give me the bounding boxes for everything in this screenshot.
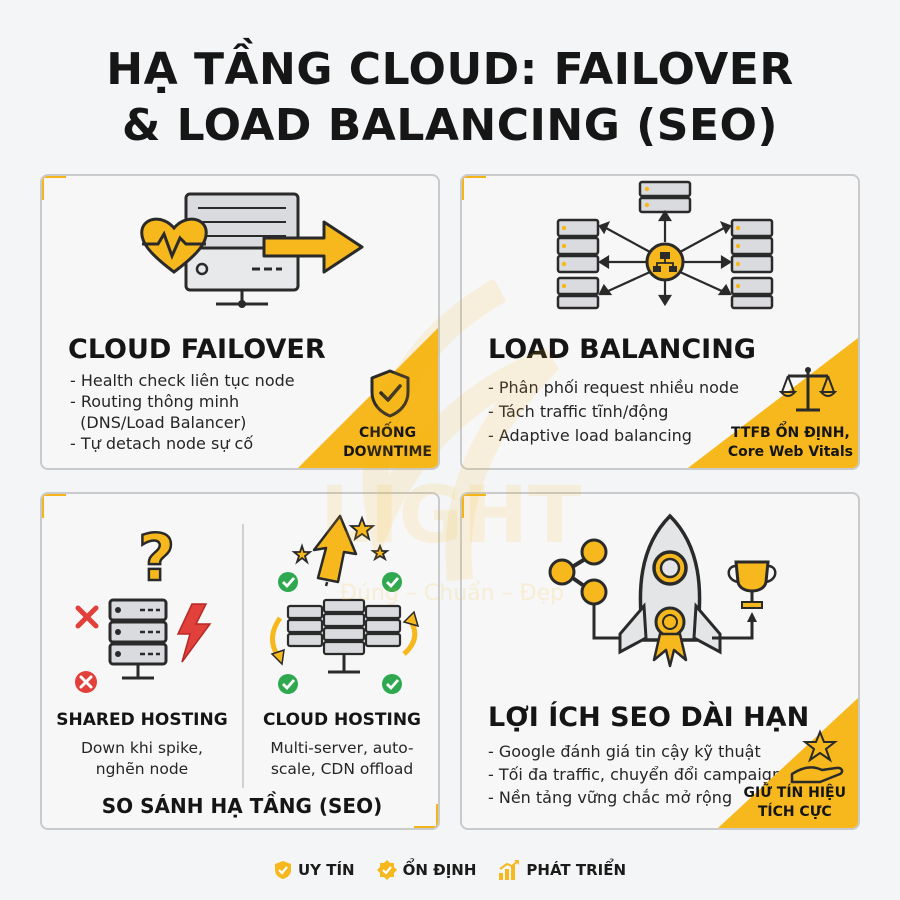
shared-hosting-title: SHARED HOSTING [56,710,228,730]
desc-line: nghẽn node [95,760,189,778]
badge-line: GIỮ TÍN HIỆU [743,785,846,801]
seo-benefits-badge: GIỮ TÍN HIỆU TÍCH CỰC [744,784,846,822]
list-item: Tự detach node sự cố [70,433,295,454]
corner-accent [414,804,438,828]
server-right [730,218,774,310]
growth-arrow-icon [312,514,358,584]
desc-line: scale, CDN offload [270,760,414,778]
cloud-hosting-title: CLOUD HOSTING [262,710,421,730]
list-item: Routing thông minh [70,391,295,412]
list-item: Adaptive load balancing [488,424,739,448]
comparison-title: SO SÁNH HẠ TẦNG (SEO) [101,794,383,818]
comparison-panel: ? [40,492,440,830]
footer-label: PHÁT TRIỂN [526,861,627,879]
list-item: Phân phối request nhiều node [488,376,739,400]
failover-badge: CHỐNG DOWNTIME [343,424,432,462]
list-item: Health check liên tục node [70,370,295,391]
footer-item-uy-tin: UY TÍN [274,860,355,880]
badge-check-icon [376,860,397,880]
error-circle-icon [75,671,97,693]
rocket-icon [618,513,722,668]
badge-line: DOWNTIME [343,444,432,460]
load-balancing-title: LOAD BALANCING [488,334,756,365]
curved-arrow-left-icon [270,616,283,658]
cloud-hosting-illustration [270,514,420,694]
sparkle-stars-icon [291,515,390,565]
footer-label: ỔN ĐỊNH [402,861,477,879]
lightning-icon [176,603,212,663]
load-balancing-panel: LOAD BALANCING Phân phối request nhiều n… [460,174,860,470]
page-title: HẠ TẦNG CLOUD: FAILOVER & LOAD BALANCING… [0,42,900,154]
shield-check-icon [274,861,291,879]
list-item: Tách traffic tĩnh/động [488,400,739,424]
load-balancing-bullets: Phân phối request nhiều node Tách traffi… [488,376,739,448]
badge-line: TÍCH CỰC [757,804,832,820]
seo-benefits-panel: LỢI ÍCH SEO DÀI HẠN Google đánh giá tin … [460,492,860,830]
error-x-icon [75,605,99,629]
footer-item-on-dinh: ỔN ĐỊNH [376,860,477,880]
failover-title: CLOUD FAILOVER [68,334,326,365]
shared-hosting-desc: Down khi spike, nghẽn node [42,738,242,780]
list-item: Nền tảng vững chắc mở rộng [488,786,782,809]
badge-line: Core Web Vitals [727,444,853,460]
desc-line: Down khi spike, [81,739,203,757]
seo-growth-illustration [548,513,777,668]
footer-label: UY TÍN [297,861,355,879]
failover-arrow-icon [262,220,364,274]
check-circle-icon [278,572,402,694]
server-left [556,218,600,310]
load-balancing-badge: TTFB ỔN ĐỊNH, Core Web Vitals [728,424,853,462]
shield-check-icon [370,369,410,418]
question-mark-icon: ? [138,522,175,596]
server-cluster-icon [286,598,402,656]
server-top [638,180,692,214]
load-balancer-diagram-icon [556,180,774,310]
seo-benefits-title: LỢI ÍCH SEO DÀI HẠN [488,702,810,733]
corner-accent [42,494,66,518]
shared-hosting-illustration: ? [75,521,212,693]
corner-accent [42,176,66,200]
list-item: Google đánh giá tin cậy kỹ thuật [488,740,782,763]
badge-line: CHỐNG [358,425,417,441]
badge-line: TTFB ỔN ĐỊNH, [731,425,850,441]
list-item: (DNS/Load Balancer) [80,413,247,432]
desc-line: Multi-server, auto- [270,739,414,757]
page-title-line2: & LOAD BALANCING (SEO) [121,100,779,151]
cloud-hosting-desc: Multi-server, auto- scale, CDN offload [242,738,438,780]
column-divider [242,524,244,788]
hand-star-icon [790,729,844,784]
shared-server-icon [108,598,168,680]
corner-accent [462,494,486,518]
footer-values: UY TÍN ỔN ĐỊNH PHÁT TRIỂN [0,860,900,880]
trophy-icon [727,560,777,609]
footer-item-phat-trien: PHÁT TRIỂN [498,860,626,880]
page-title-line1: HẠ TẦNG CLOUD: FAILOVER [106,44,794,95]
corner-accent [462,176,486,200]
share-icon [548,538,608,606]
failover-server-icon [184,192,300,308]
scale-icon [778,367,838,412]
seo-benefits-bullets: Google đánh giá tin cậy kỹ thuật Tối đa … [488,740,782,809]
heart-pulse-icon [140,217,208,274]
list-item: Tối đa traffic, chuyển đổi campaign [488,763,782,786]
growth-bars-icon [499,860,520,880]
failover-bullets: Health check liên tục node Routing thông… [70,370,295,454]
failover-panel: CLOUD FAILOVER Health check liên tục nod… [40,174,440,470]
